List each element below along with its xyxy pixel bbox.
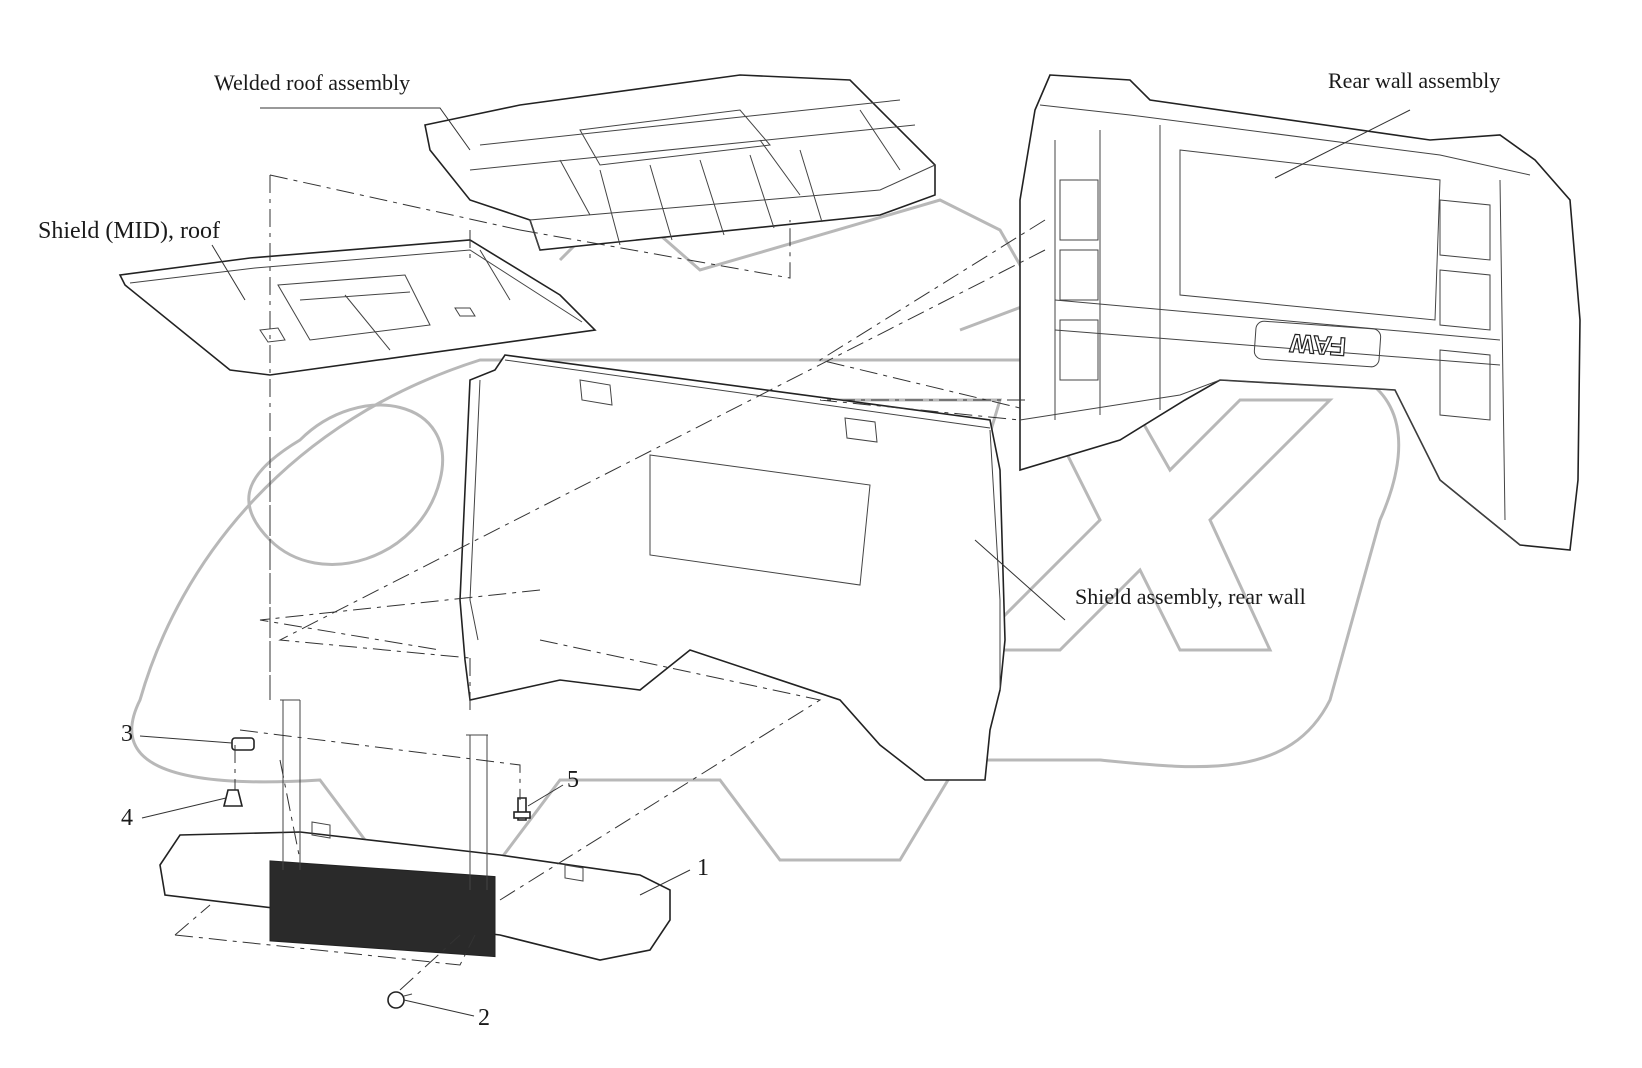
welded-roof-assembly-drawing: [424, 74, 936, 251]
assembly-lines: [174, 174, 1046, 991]
faw-emblem: FAW: [1288, 328, 1347, 362]
label-shield-assembly-rear-wall: Shield assembly, rear wall: [1075, 584, 1306, 609]
shield-rear-wall-drawing: [459, 354, 1006, 781]
fastener-clip: [231, 737, 255, 751]
callout-3: 3: [121, 721, 133, 747]
label-shield-mid-roof: Shield (MID), roof: [38, 218, 220, 244]
callout-1: 1: [697, 855, 709, 881]
fastener-screw-5: [513, 797, 531, 821]
fastener-bolt-2: [387, 991, 413, 1009]
storage-box-drawing: [159, 699, 671, 961]
rear-wall-assembly-drawing: FAW: [1019, 74, 1581, 551]
label-rear-wall-assembly: Rear wall assembly: [1328, 68, 1501, 93]
callout-4: 4: [121, 805, 133, 831]
callout-5: 5: [567, 767, 579, 793]
callout-2: 2: [478, 1005, 490, 1031]
label-welded-roof-assembly: Welded roof assembly: [214, 70, 411, 95]
shield-mid-roof-drawing: [118, 239, 597, 376]
fastener-rivet: [222, 789, 244, 807]
leader-lines: [139, 107, 1411, 1017]
